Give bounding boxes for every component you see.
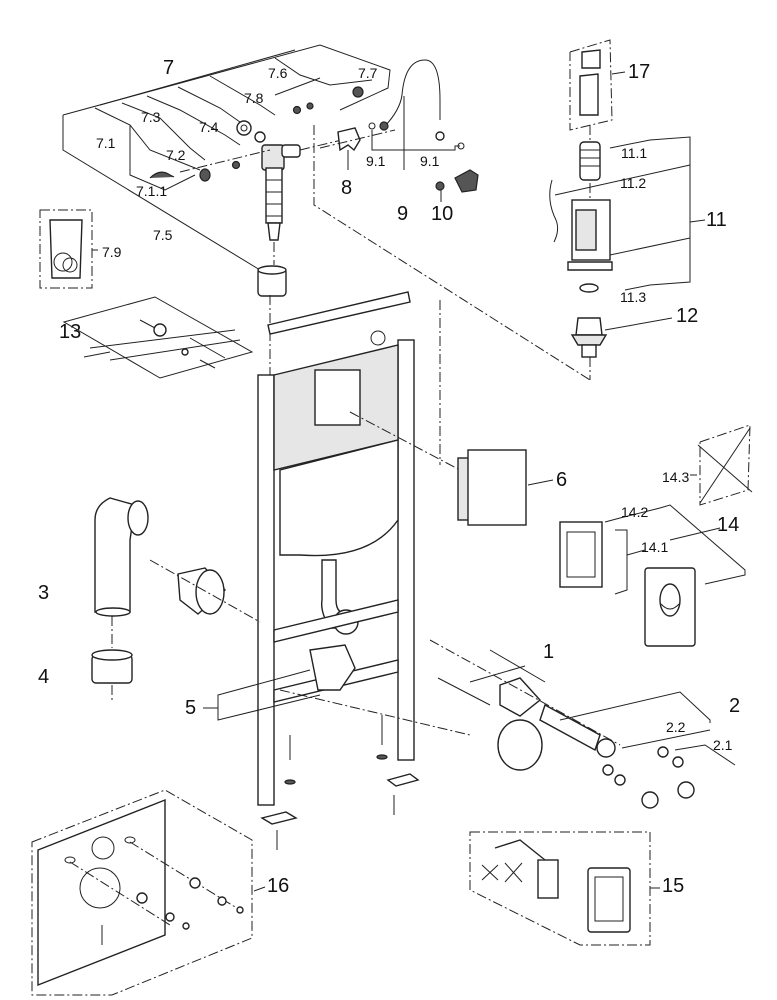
callout-6: 6	[556, 469, 568, 491]
flush-valve-11	[549, 136, 706, 293]
callout-7-3: 7.3	[141, 109, 161, 125]
reducer-cap-4	[91, 649, 133, 700]
wall-fixing-set-13	[62, 296, 254, 379]
callout-11-3: 11.3	[620, 289, 647, 305]
callout-2: 2	[729, 695, 741, 717]
installation-frame	[257, 291, 461, 806]
callout-10: 10	[431, 203, 454, 225]
callout-13: 13	[59, 321, 82, 343]
callout-14-1: 14.1	[641, 539, 669, 555]
connector-sleeve	[149, 559, 261, 623]
elbow-pipe-3	[94, 497, 149, 648]
callout-1: 1	[543, 641, 555, 663]
group-7-leader-lines	[62, 44, 391, 271]
callout-5: 5	[185, 697, 197, 719]
sound-mat-16	[31, 789, 266, 996]
callout-7-7: 7.7	[358, 65, 378, 81]
callout-16: 16	[267, 875, 290, 897]
callout-15: 15	[662, 875, 685, 897]
pipe-set-1-2	[279, 639, 736, 809]
callout-9: 9	[397, 203, 409, 225]
callout-9-1-left: 9.1	[366, 153, 386, 169]
callout-7-1: 7.1	[96, 135, 116, 151]
callout-14-3: 14.3	[662, 469, 690, 485]
callout-4: 4	[38, 666, 50, 688]
callout-7-1-1: 7.1.1	[136, 183, 168, 199]
callout-7-6: 7.6	[268, 65, 288, 81]
mounting-set-15	[469, 831, 660, 946]
bag-7-9	[39, 209, 98, 289]
fill-valve-7	[261, 144, 301, 265]
group-5-bracket	[203, 669, 321, 721]
floor-anchors	[260, 715, 420, 850]
valve-bracket-8	[319, 127, 396, 170]
callout-2-1: 2.1	[713, 737, 733, 753]
callout-7-5: 7.5	[153, 227, 173, 243]
callout-7-9: 7.9	[102, 244, 122, 260]
assembly-dash-lines	[269, 125, 591, 465]
callout-14-2: 14.2	[621, 504, 649, 520]
callout-14: 14	[717, 514, 740, 536]
callout-11-2: 11.2	[620, 175, 647, 191]
callout-11: 11	[706, 209, 727, 231]
callout-12: 12	[676, 305, 699, 327]
flush-plate-group-14	[559, 424, 753, 647]
protective-box-6	[457, 449, 554, 526]
callout-2-2: 2.2	[666, 719, 686, 735]
callout-7: 7	[163, 57, 175, 79]
callout-8: 8	[341, 177, 353, 199]
callout-7-2: 7.2	[166, 147, 186, 163]
callout-7-8: 7.8	[244, 90, 264, 106]
supply-hose-9	[368, 59, 465, 170]
callout-3: 3	[38, 582, 50, 604]
sleeve-7-5	[257, 265, 287, 297]
valve-seat-12	[570, 317, 673, 380]
seal-set-17	[569, 39, 626, 140]
callout-17: 17	[628, 61, 651, 83]
callout-9-1-right: 9.1	[420, 153, 440, 169]
callout-7-4: 7.4	[199, 119, 219, 135]
angle-valve-10	[435, 169, 479, 202]
callout-11-1: 11.1	[621, 145, 648, 161]
